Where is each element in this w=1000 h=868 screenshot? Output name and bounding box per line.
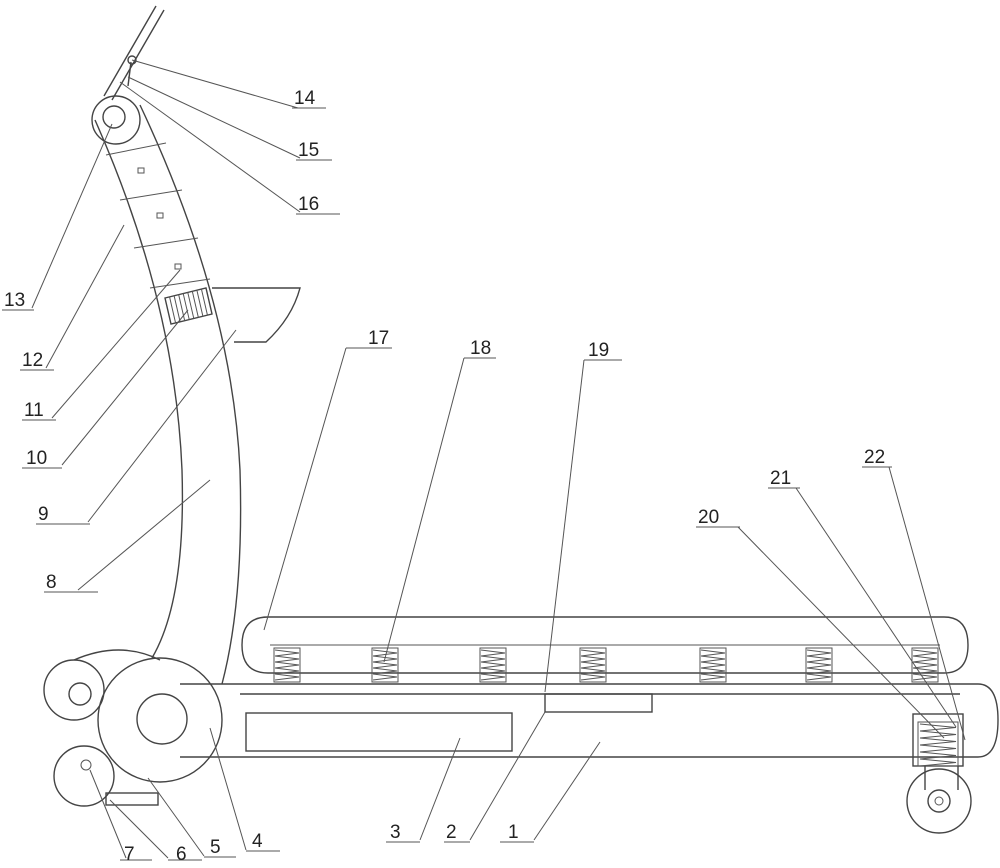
label-16: 16 [298,194,319,215]
rear-wheel [906,768,972,834]
labels: 14 15 16 13 12 11 10 9 8 17 18 19 20 21 … [4,88,885,865]
rear-spring [919,723,957,767]
label-10: 10 [26,448,47,469]
label-7: 7 [124,844,135,865]
leader-lines [31,59,966,859]
label-15: 15 [298,140,319,161]
label-18: 18 [470,338,491,359]
hub-housing [97,657,223,783]
deck-spring [805,647,833,683]
label-22: 22 [864,447,885,468]
label-8: 8 [46,572,57,593]
battery-box [245,712,513,752]
front-foot [105,792,159,806]
curved-column [94,104,242,685]
control-panel [164,287,213,325]
label-4: 4 [252,831,263,852]
deck-spring [911,647,939,683]
label-9: 9 [38,504,49,525]
label-19: 19 [588,340,609,361]
label-6: 6 [176,844,187,865]
label-11: 11 [24,400,44,421]
base-frame [180,683,999,758]
label-17: 17 [368,328,389,349]
label-underlines [2,107,892,861]
label-20: 20 [698,507,719,528]
rear-wheel-assembly [906,713,972,834]
label-2: 2 [446,822,457,843]
label-3: 3 [390,822,401,843]
deck-spring [371,647,399,683]
deck [241,616,969,674]
hub-motor [136,693,188,745]
front-wheels [43,649,223,807]
label-1: 1 [508,822,519,843]
top-handle [91,5,165,145]
label-14: 14 [294,88,316,109]
handle-pin [127,55,137,65]
deck-spring [273,647,301,683]
front-upper-wheel [43,659,105,721]
label-21: 21 [770,468,791,489]
spring-group [273,647,939,683]
deck-spring [699,647,727,683]
pedal [212,287,301,343]
label-5: 5 [210,837,221,858]
label-12: 12 [22,350,43,371]
deck-spring [579,647,607,683]
deck-spring [479,647,507,683]
controller-plate [544,693,653,713]
front-lower-wheel [53,745,115,807]
label-13: 13 [4,290,25,311]
